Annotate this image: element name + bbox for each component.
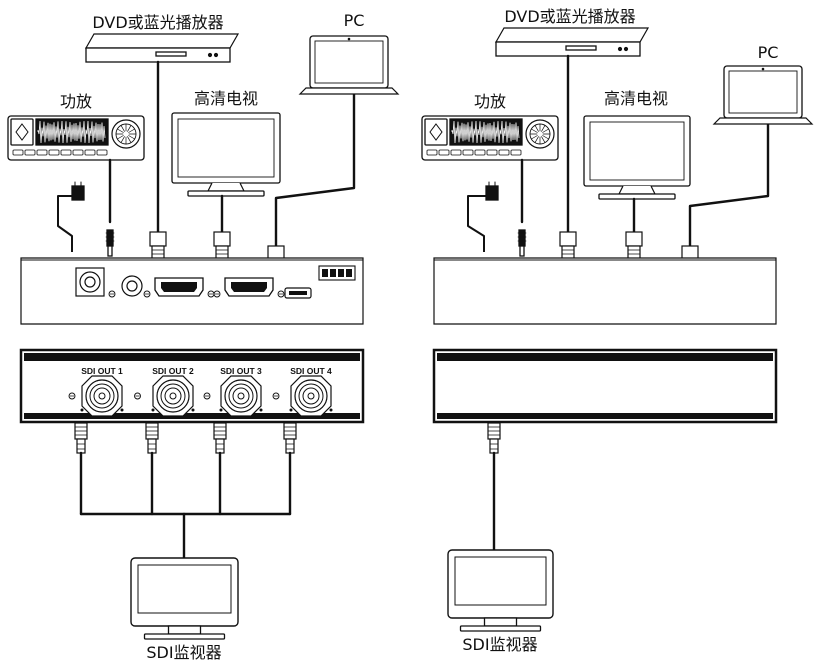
sdi-out-port	[219, 375, 263, 417]
sdi-out-port	[151, 375, 195, 417]
laptop-icon	[298, 35, 400, 95]
dvd-player-icon	[84, 33, 240, 63]
sdi-out-label: SDI OUT 2	[152, 366, 194, 376]
input-back-panel	[433, 257, 777, 325]
sdi-out-port	[289, 375, 333, 417]
power-cable	[57, 195, 78, 252]
amplifier-label: 功放	[60, 92, 92, 111]
hdtv-label: 高清电视	[604, 89, 668, 108]
amplifier-icon	[421, 115, 559, 161]
power-adapter-icon	[71, 181, 85, 201]
dvd-player-icon	[494, 27, 650, 57]
sdi-out-label: SDI OUT 3	[220, 366, 262, 376]
monitor-label: SDI监视器	[146, 643, 221, 662]
amplifier-label: 功放	[474, 92, 506, 111]
hdmi-cable	[274, 94, 356, 246]
amplifier-icon	[7, 115, 145, 161]
bnc-plug-icon	[487, 422, 501, 454]
hdtv-icon	[583, 115, 691, 200]
sdi-output-panel: SDI OUT 1 SDI OUT 2 SDI OUT 3 SDI OUT 4	[19, 348, 365, 424]
hdmi-cable	[688, 124, 770, 246]
power-cable	[467, 195, 492, 252]
sdi-monitor-icon	[447, 549, 554, 632]
bnc-plug-icon	[74, 422, 88, 454]
audio-plug-icon	[105, 229, 115, 257]
bnc-plug-icon	[283, 422, 297, 454]
sdi-out-label: SDI OUT 1	[81, 366, 123, 376]
sdi-monitor-icon	[130, 557, 239, 640]
hdtv-icon	[171, 112, 281, 197]
bnc-plug-icon	[145, 422, 159, 454]
power-adapter-icon	[485, 181, 499, 201]
dvd-label: DVD或蓝光播放器	[504, 7, 635, 26]
hdtv-label: 高清电视	[194, 89, 258, 108]
hdmi-plug-icon	[625, 231, 643, 261]
input-back-panel	[20, 257, 364, 325]
pc-label: PC	[344, 11, 365, 30]
hdmi-plug-icon	[559, 231, 577, 261]
laptop-icon	[712, 65, 814, 125]
hdmi-plug-icon	[213, 231, 231, 261]
sdi-out-port	[80, 375, 124, 417]
dvd-label: DVD或蓝光播放器	[92, 13, 223, 32]
audio-plug-icon	[517, 229, 527, 257]
monitor-label: SDI监视器	[462, 635, 537, 654]
hdmi-plug-icon	[149, 231, 167, 261]
bnc-plug-icon	[213, 422, 227, 454]
sdi-out-label: SDI OUT 4	[290, 366, 332, 376]
pc-label: PC	[758, 43, 779, 62]
